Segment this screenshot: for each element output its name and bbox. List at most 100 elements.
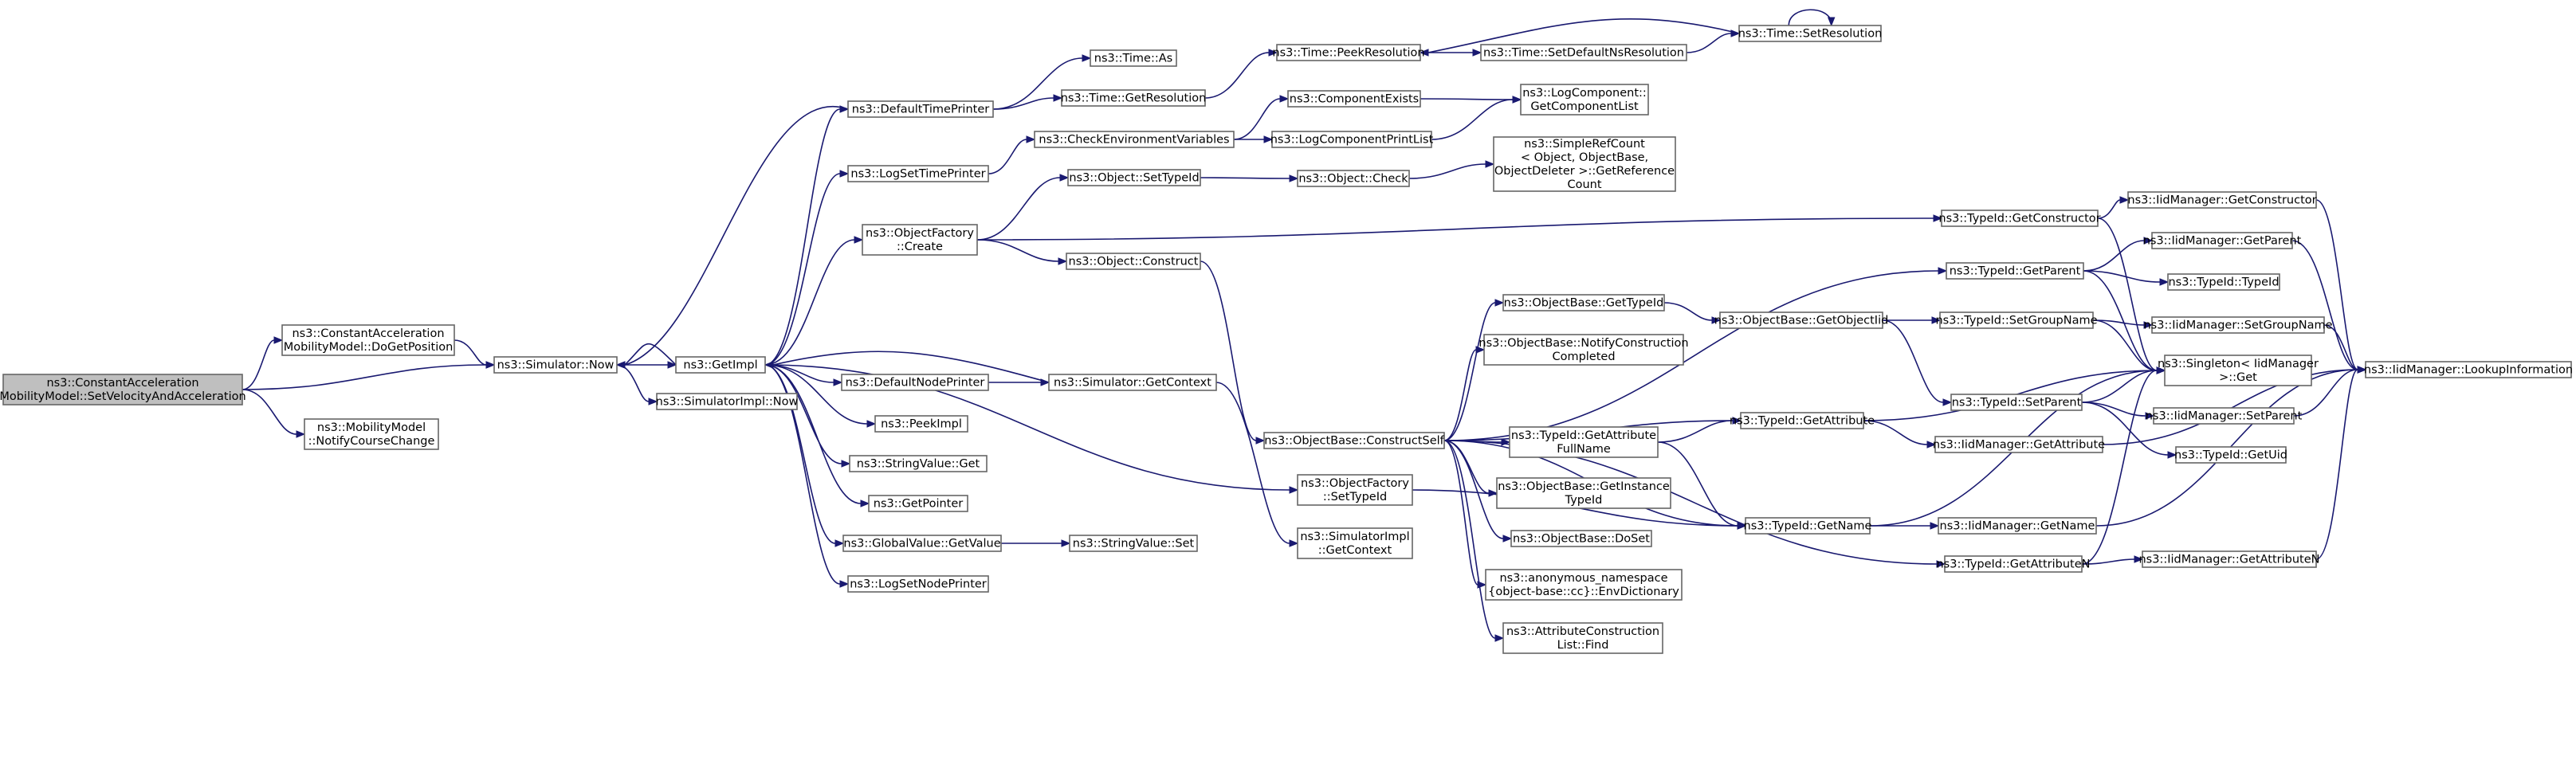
node-box [1719,311,1883,329]
node-iidgetattrn[interactable]: ns3::IidManager::GetAttributeN [2138,550,2320,568]
edge-deftp-to-timeas [992,54,1092,110]
node-label: ns3::Simulator::Now [497,359,615,372]
node-getimpl[interactable]: ns3::GetImpl [675,356,766,374]
edge-timesetres-to-timesetres [1788,9,1836,27]
node-getptr[interactable]: ns3::GetPointer [868,495,968,512]
node-tidsetparent[interactable]: ns3::TypeId::SetParent [1950,394,2083,411]
edge-arrowhead [854,236,864,244]
node-iidsetgroup[interactable]: ns3::IidManager::SetGroupName [2143,316,2333,334]
node-logcpl[interactable]: ns3::LogComponentPrintList [1270,131,1434,148]
node-objsettid[interactable]: ns3::Object::SetTypeId [1067,169,1201,186]
node-obconstructself[interactable]: ns3::ObjectBase::ConstructSelf [1263,432,1445,449]
node-simimplnow[interactable]: ns3::SimulatorImpl::Now [656,393,799,410]
edge-line [1427,18,1740,53]
node-timesetres[interactable]: ns3::Time::SetResolution [1738,25,1883,42]
node-box [1297,170,1410,187]
edge-logstp-to-checkenv [988,135,1036,174]
node-label: ns3::CheckEnvironmentVariables [1039,134,1229,147]
node-obdoset[interactable]: ns3::ObjectBase::DoSet [1510,530,1652,547]
node-box [1271,131,1432,148]
edge-iidsetparent-to-iidlookup [2293,366,2367,417]
node-tidgetattr[interactable]: ns3::TypeId::GetAttribute [1730,412,1875,429]
node-label: ns3::DefaultNodePrinter [846,377,985,390]
edge-line [242,339,275,390]
node-label: ns3::IidManager::GetConstructor [2127,194,2316,207]
node-box [1950,394,2083,411]
node-tidgetparent[interactable]: ns3::TypeId::GetParent [1946,262,2084,280]
node-box [2151,316,2325,334]
node-label: ::SetTypeId [1323,491,1387,503]
node-timeas[interactable]: ns3::Time::As [1090,49,1177,67]
node-iidgetattr[interactable]: ns3::IidManager::GetAttribute [1933,436,2105,453]
node-label: ns3::TypeId::GetParent [1950,265,2081,278]
node-label: ns3::TypeId::GetName [1744,520,1872,533]
node-tidgetname[interactable]: ns3::TypeId::GetName [1744,517,1872,535]
node-timepeek[interactable]: ns3::Time::PeekResolution [1272,44,1425,61]
node-strset[interactable]: ns3::StringValue::Set [1069,535,1198,552]
node-singleton[interactable]: ns3::Singleton< IidManager>::Get [2158,355,2319,386]
node-gvget[interactable]: ns3::GlobalValue::GetValue [842,535,1002,552]
node-iidsetparent[interactable]: ns3::IidManager::SetParent [2146,407,2303,425]
node-tidsetgroup[interactable]: ns3::TypeId::SetGroupName [1935,311,2098,329]
node-compexists[interactable]: ns3::ComponentExists [1287,90,1421,108]
node-box [1067,169,1201,186]
node-tidtypeid[interactable]: ns3::TypeId::TypeId [2167,273,2280,291]
edge-iidgetattrn-to-iidlookup [2315,366,2367,560]
node-tidgetattrn[interactable]: ns3::TypeId::GetAttributeN [1936,555,2091,573]
node-anonenv[interactable]: ns3::anonymous_namespace{object-base::cc… [1485,569,1683,601]
node-dogetpos[interactable]: ns3::ConstantAccelerationMobilityModel::… [281,324,455,356]
node-box [2365,361,2572,378]
edge-iidgetparent-to-iidlookup [2291,240,2367,374]
node-simplerefcount[interactable]: ns3::SimpleRefCount< Object, ObjectBase,… [1493,136,1676,192]
node-objcheck[interactable]: ns3::Object::Check [1297,170,1410,187]
node-timesetdef[interactable]: ns3::Time::SetDefaultNsResolution [1480,44,1687,61]
node-iidgetctor[interactable]: ns3::IidManager::GetConstructor [2127,191,2317,209]
node-logsnp[interactable]: ns3::LogSetNodePrinter [847,575,989,593]
node-peekimpl[interactable]: ns3::PeekImpl [874,415,968,433]
node-timegetres[interactable]: ns3::Time::GetResolution [1061,89,1207,107]
node-ofsettid[interactable]: ns3::ObjectFactory::SetTypeId [1297,474,1413,506]
node-simimplgetctx[interactable]: ns3::SimulatorImpl::GetContext [1297,527,1413,559]
node-deftp[interactable]: ns3::DefaultTimePrinter [847,100,994,118]
node-notify[interactable]: ns3::MobilityModel::NotifyCourseChange [304,418,439,450]
node-iidlookup[interactable]: ns3::IidManager::LookupInformation [2364,361,2573,378]
node-iidgetparent[interactable]: ns3::IidManager::GetParent [2143,232,2302,249]
node-obgettid[interactable]: ns3::ObjectBase::GetTypeId [1502,294,1665,311]
edge-getimpl-to-logsnp [764,364,850,588]
edge-line [764,364,841,585]
node-tidgetctor[interactable]: ns3::TypeId::GetConstructor [1938,210,2101,227]
edge-simgetctx-to-simimplgetctx [1215,382,1299,547]
edge-ofcreate-to-tidgetctor [976,214,1943,241]
node-obnotify[interactable]: ns3::ObjectBase::NotifyConstructionCompl… [1478,334,1689,366]
node-iidgetname[interactable]: ns3::IidManager::GetName [1938,517,2097,535]
edge-arrowhead [1931,316,1942,324]
edge-arrowhead [1926,441,1937,449]
edge-arrowhead [2357,366,2367,374]
node-logstp[interactable]: ns3::LogSetTimePrinter [847,165,989,182]
edge-objconstruct-to-obconstructself [1200,261,1266,445]
edge-arrowhead [1255,437,1266,445]
edge-obconstructself-to-obnotify [1443,346,1486,441]
node-simgetctx[interactable]: ns3::Simulator::GetContext [1048,374,1217,391]
node-root[interactable]: ns3::ConstantAccelerationMobilityModel::… [0,374,246,405]
node-checkenv[interactable]: ns3::CheckEnvironmentVariables [1034,131,1235,148]
node-label: ns3::TypeId::GetAttributeN [1936,558,2090,571]
node-logcompgetlist[interactable]: ns3::LogComponent::GetComponentList [1520,84,1649,116]
node-objconstruct[interactable]: ns3::Object::Construct [1066,253,1201,270]
edge-obconstructself-to-obgettid [1443,299,1505,441]
edge-arrowhead [1263,135,1274,143]
node-box [1483,334,1684,366]
node-ofcreate[interactable]: ns3::ObjectFactory::Create [862,224,978,256]
node-simnow[interactable]: ns3::Simulator::Now [493,356,618,374]
node-box [1066,253,1201,270]
node-obgetoiid[interactable]: ns3::ObjectBase::GetObjectIid [1714,311,1889,329]
node-box [1738,25,1882,42]
node-tidgetuid[interactable]: ns3::TypeId::GetUid [2174,446,2287,464]
node-defnp[interactable]: ns3::DefaultNodePrinter [841,374,989,391]
node-box [842,535,1002,552]
node-strget[interactable]: ns3::StringValue::Get [849,455,988,472]
